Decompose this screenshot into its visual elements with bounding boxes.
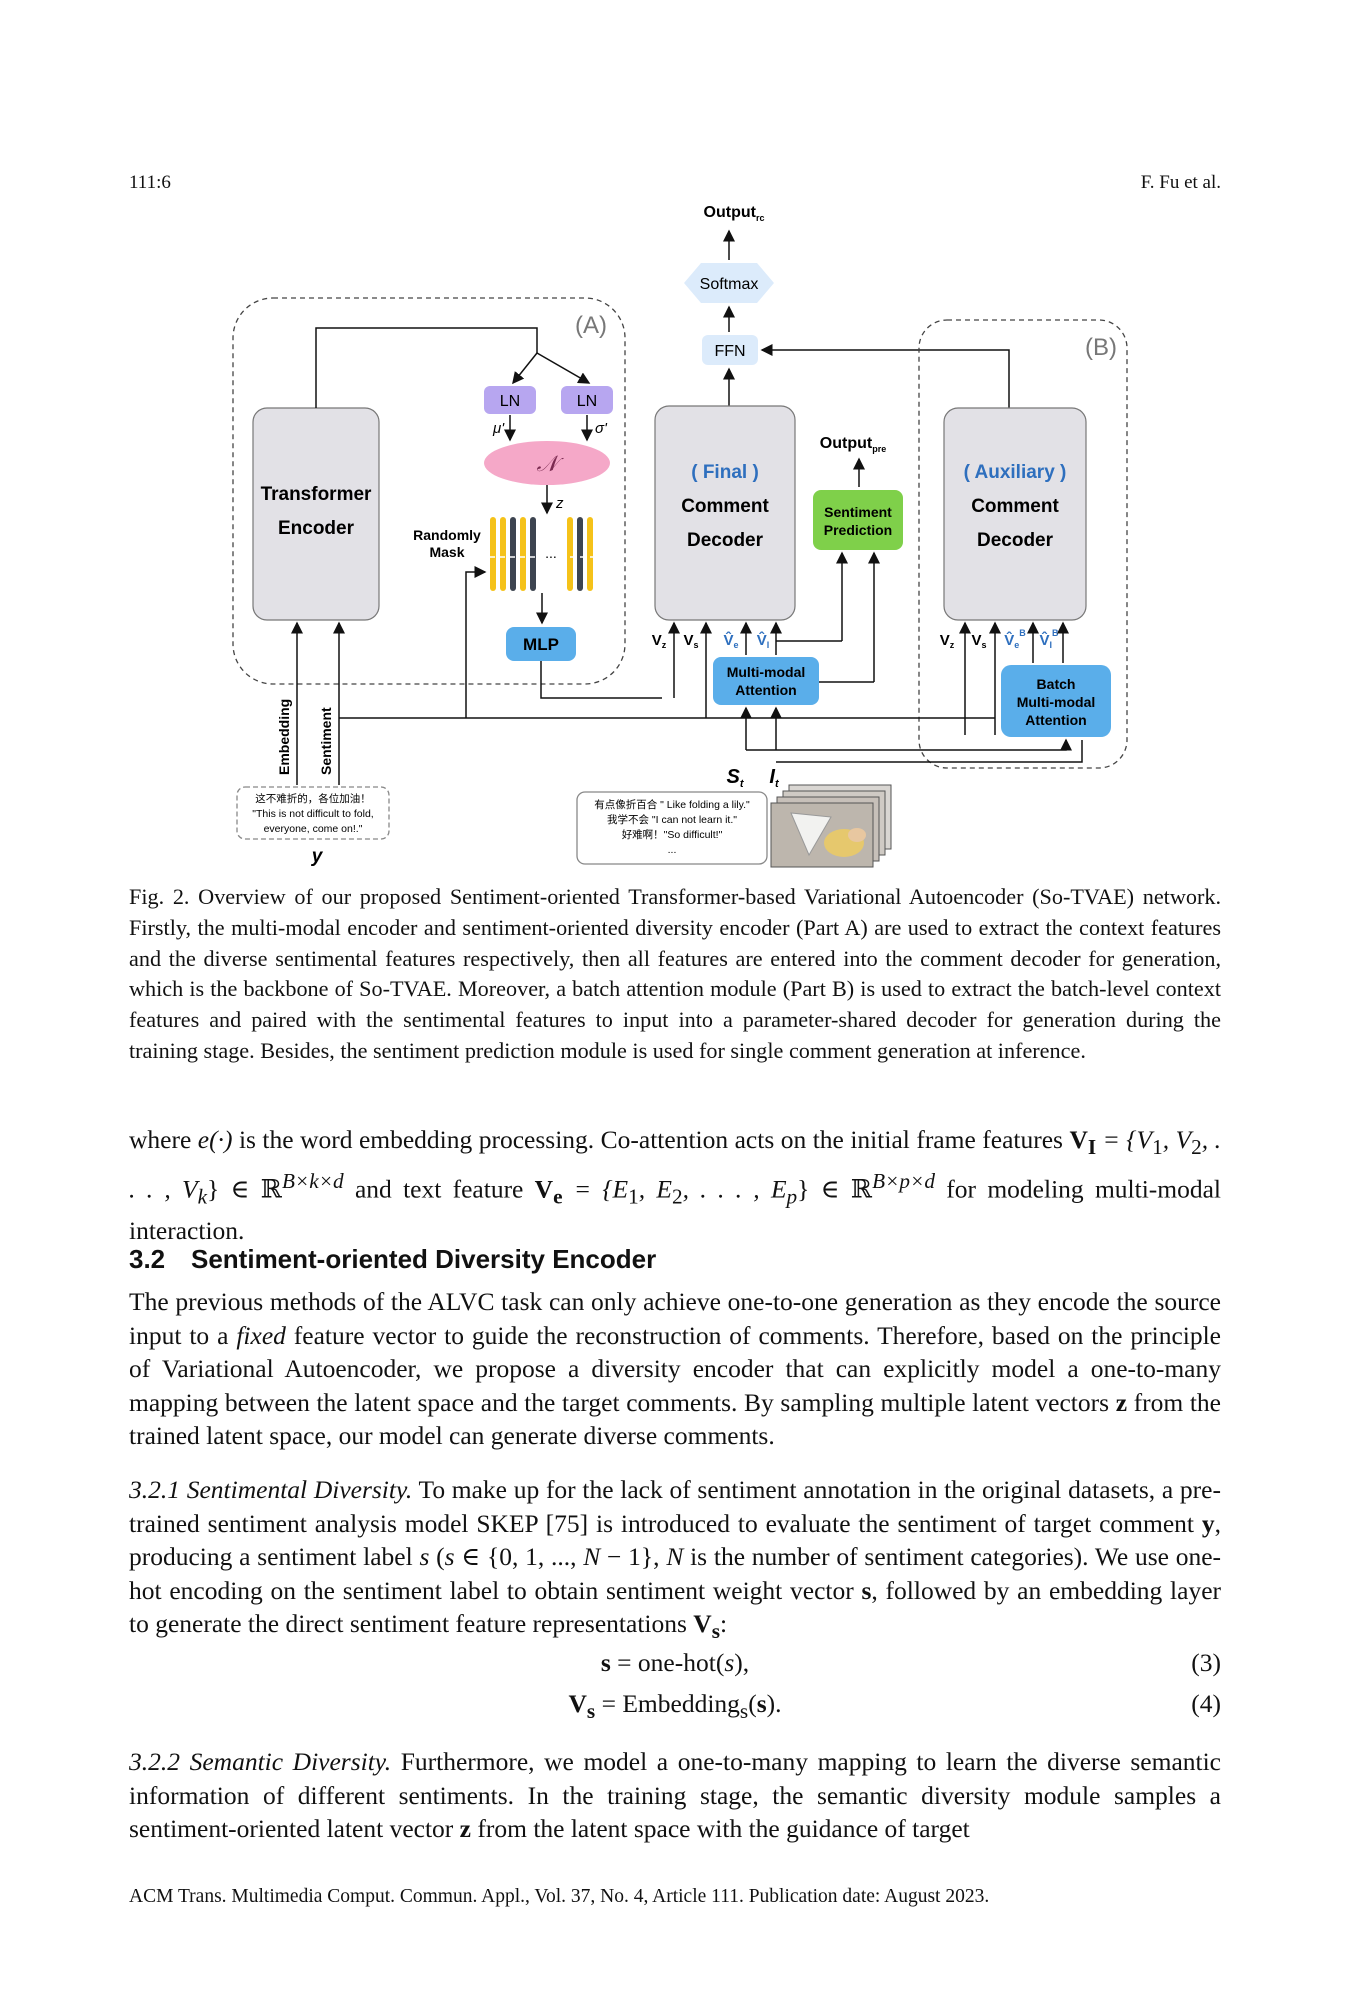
batch-attention-line1: Batch <box>1037 676 1076 692</box>
transformer-encoder-block <box>252 407 380 621</box>
st-line1: 有点像折百合 " Like folding a lily." <box>594 798 750 811</box>
vz-aux: Vz <box>940 632 955 650</box>
mlp-block <box>506 627 576 661</box>
final-decoder-block <box>654 405 796 621</box>
equation-3-number: (3) <box>1191 1648 1221 1677</box>
st-label: St <box>726 766 744 790</box>
ve-final: V̂e <box>723 630 738 650</box>
final-decoder-line3: Decoder <box>687 530 764 551</box>
auxiliary-decoder-block <box>943 407 1087 621</box>
vs-aux: Vs <box>971 632 986 650</box>
final-decoder-line1: ( Final ) <box>691 462 759 483</box>
softmax-label: Softmax <box>700 276 759 293</box>
part-b-region <box>918 319 1128 769</box>
vi-final: V̂I <box>757 630 770 650</box>
softmax-node <box>684 263 774 303</box>
section-title: Sentiment-oriented Diversity Encoder <box>191 1244 657 1274</box>
equation-3: s = one-hot(s), (3) <box>600 1648 1221 1677</box>
ve-aux: V̂eB <box>1004 628 1026 650</box>
encoder-label-line1: Transformer <box>261 484 372 505</box>
ln-box-sigma <box>561 386 613 414</box>
st-line2: 我学不会 "I can not learn it." <box>607 813 737 826</box>
section-heading: 3.2 Sentiment-oriented Diversity Encoder <box>129 1244 1221 1275</box>
y-line1: 这不难折的，各位加油！ <box>255 792 371 805</box>
st-line3: 好难啊！"So difficult!" <box>622 829 723 841</box>
mu-symbol: μ' <box>492 420 505 437</box>
subsection-title-321: 3.2.1 Sentimental Diversity. <box>129 1475 413 1504</box>
equation-4-number: (4) <box>1191 1689 1221 1718</box>
sigma-symbol: σ' <box>595 420 608 437</box>
paragraph-section-intro: The previous methods of the ALVC task ca… <box>129 1287 1221 1450</box>
paragraph-sentimental-diversity: 3.2.1 Sentimental Diversity. To make up … <box>129 1475 1222 1644</box>
random-mask-line1: Randomly <box>413 527 481 543</box>
figure-caption: Fig. 2. Overview of our proposed Sentime… <box>129 884 1221 1063</box>
context-comments-box <box>576 791 768 865</box>
latent-vector-bars <box>490 517 593 591</box>
paragraph-semantic-diversity: 3.2.2 Semantic Diversity. Furthermore, w… <box>129 1747 1221 1843</box>
video-frames-image <box>770 784 892 868</box>
paragraph-where: where e(·) is the word embedding process… <box>129 1125 1222 1245</box>
embedding-label: Embedding <box>276 699 292 775</box>
part-a-region <box>232 297 626 685</box>
output-rc-label: Outputrc <box>704 204 765 223</box>
ln-label-mu: LN <box>500 393 520 410</box>
it-label: It <box>769 766 780 790</box>
latent-dots: ... <box>545 545 557 561</box>
y-symbol: y <box>311 846 324 867</box>
normal-distribution-node <box>484 441 610 485</box>
vs-final: Vs <box>683 632 698 650</box>
vz-final: Vz <box>652 632 667 650</box>
random-mask-line2: Mask <box>429 544 464 560</box>
mm-attention-line2: Attention <box>735 682 796 698</box>
ln-box-mu <box>484 386 536 414</box>
subsection-title-322: 3.2.2 Semantic Diversity. <box>129 1747 392 1776</box>
target-comment-box <box>236 786 390 840</box>
aux-decoder-line1: ( Auxiliary ) <box>964 462 1067 483</box>
batch-attention-line2: Multi-modal <box>1017 694 1096 710</box>
ln-label-sigma: LN <box>577 393 597 410</box>
ffn-node <box>702 335 758 365</box>
equation-4: Vs = Embeddings(s). (4) <box>568 1689 1222 1724</box>
ffn-label: FFN <box>714 343 745 360</box>
sentiment-label: Sentiment <box>318 707 334 775</box>
y-line3: everyone, come on!." <box>264 823 363 835</box>
mlp-label: MLP <box>523 635 559 654</box>
mm-attention-line1: Multi-modal <box>727 664 806 680</box>
figure-architecture: Outputrc Softmax FFN (A) (B) Transformer… <box>129 195 1221 885</box>
running-author: F. Fu et al. <box>1140 172 1221 193</box>
output-pre-label: Outputpre <box>820 435 886 454</box>
aux-decoder-line2: Comment <box>971 496 1059 517</box>
z-symbol: z <box>555 495 564 512</box>
part-a-label: (A) <box>575 312 607 339</box>
sentiment-prediction-block <box>813 490 903 550</box>
part-b-label: (B) <box>1085 334 1117 361</box>
y-line2: "This is not difficult to fold, <box>252 808 373 820</box>
aux-decoder-line3: Decoder <box>977 530 1054 551</box>
batch-attention-block <box>1001 665 1111 737</box>
page-header: 111:6 F. Fu et al. <box>129 172 1221 196</box>
vi-aux: V̂IB <box>1039 628 1059 650</box>
encoder-label-line2: Encoder <box>278 518 355 539</box>
batch-attention-line3: Attention <box>1025 712 1086 728</box>
sentiment-prediction-line2: Prediction <box>824 522 892 538</box>
multimodal-attention-block <box>713 657 819 705</box>
final-decoder-line2: Comment <box>681 496 769 517</box>
page-footer: ACM Trans. Multimedia Comput. Commun. Ap… <box>129 1886 990 1907</box>
section-number: 3.2 <box>129 1244 166 1274</box>
page-number: 111:6 <box>129 172 171 193</box>
st-line4: ... <box>668 844 677 856</box>
sentiment-prediction-line1: Sentiment <box>824 504 892 520</box>
